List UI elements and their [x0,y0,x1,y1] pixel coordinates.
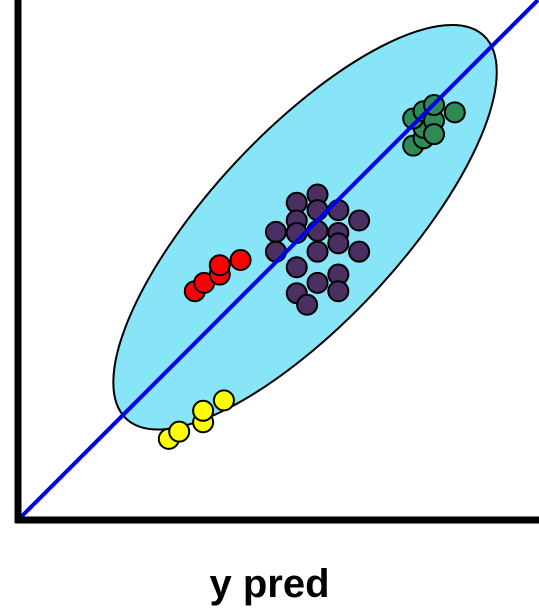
data-point-2-19 [296,293,319,316]
data-point-2-12 [327,232,350,255]
data-point-2-16 [306,271,329,294]
identity-fit-line [16,0,539,522]
data-point-2-18 [327,280,350,303]
x-axis-label: y pred [209,562,330,606]
data-point-2-13 [348,240,371,263]
data-point-1-4 [212,389,235,412]
data-point-2-14 [285,256,308,279]
data-point-0-3 [208,254,231,277]
data-point-2-7 [306,219,329,242]
data-point-0-4 [229,249,252,271]
data-point-2-3 [306,199,329,222]
data-point-2-9 [348,209,371,232]
data-point-3-7 [443,101,466,124]
data-point-2-10 [264,240,287,263]
data-point-3-8 [423,123,445,146]
data-point-1-1 [168,420,191,443]
data-point-2-11 [306,240,329,263]
data-points [157,94,466,450]
data-point-2-5 [264,220,287,243]
data-point-2-4 [327,199,350,222]
data-point-1-3 [192,399,215,422]
